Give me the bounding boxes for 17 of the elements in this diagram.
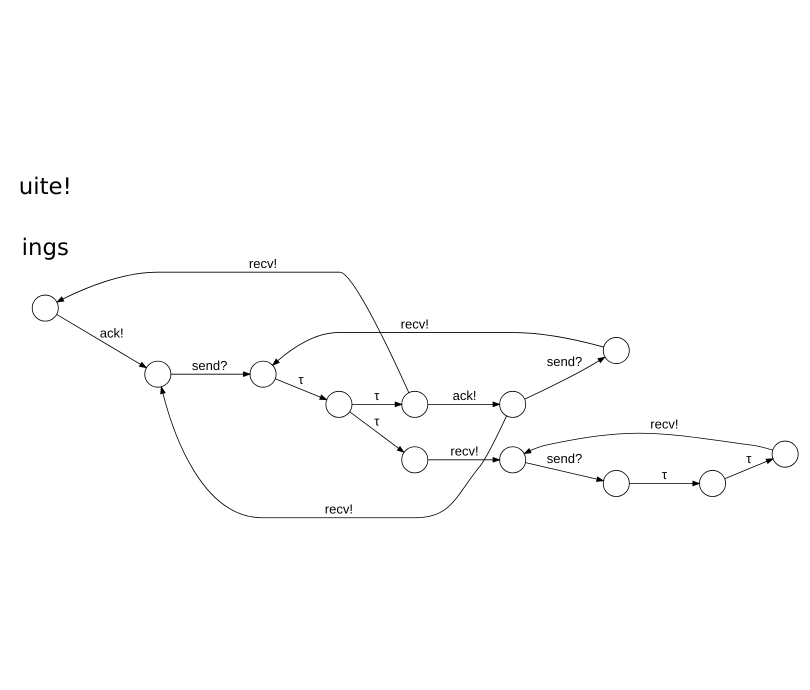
edge-label: ack!	[452, 388, 477, 404]
edge-label: recv!	[400, 316, 429, 332]
label: uite!	[18, 174, 72, 200]
edge-label: τ	[662, 467, 667, 482]
edge-label: send?	[546, 354, 582, 369]
edge-label: τ	[298, 372, 304, 387]
label: ings	[22, 234, 69, 261]
edge-label: send?	[192, 358, 228, 373]
edge-label: send?	[546, 450, 582, 466]
edge-label: recv!	[450, 444, 479, 459]
edge-label: ack!	[100, 325, 124, 340]
edge-label: τ	[746, 450, 752, 466]
edge-label: τ	[374, 388, 380, 404]
edge-label: recv!	[248, 256, 278, 271]
edge-label: recv!	[650, 416, 679, 432]
edge-label: recv!	[324, 501, 354, 516]
edge-label: τ	[374, 413, 380, 428]
